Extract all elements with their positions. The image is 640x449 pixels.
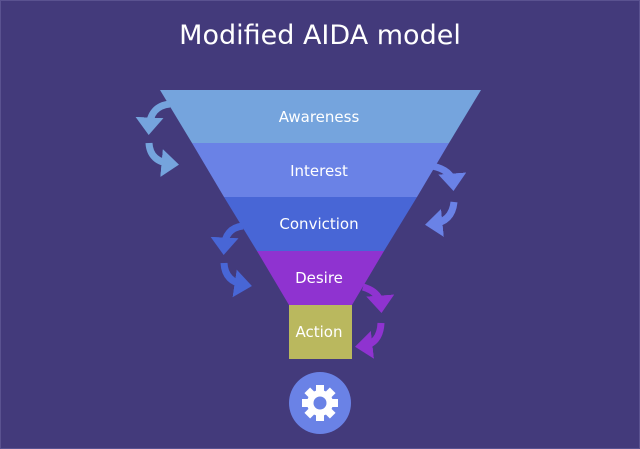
stage-label-desire: Desire	[295, 269, 343, 287]
funnel-band-interest	[192, 143, 449, 197]
stage-label-action: Action	[295, 323, 343, 341]
action-box	[289, 305, 352, 359]
funnel-band-desire	[257, 251, 384, 305]
funnel-band-conviction	[224, 197, 417, 251]
arrow-awareness	[135, 100, 179, 177]
funnel-band-awareness	[160, 90, 481, 143]
gear-icon	[289, 372, 351, 434]
stage-label-awareness: Awareness	[278, 108, 360, 126]
stage-label-conviction: Conviction	[279, 215, 359, 233]
diagram-title: Modified AIDA model	[179, 20, 461, 51]
arrow-interest	[425, 162, 467, 237]
stage-label-interest: Interest	[290, 162, 348, 180]
arrow-desire	[355, 283, 395, 359]
arrow-conviction	[210, 222, 252, 298]
